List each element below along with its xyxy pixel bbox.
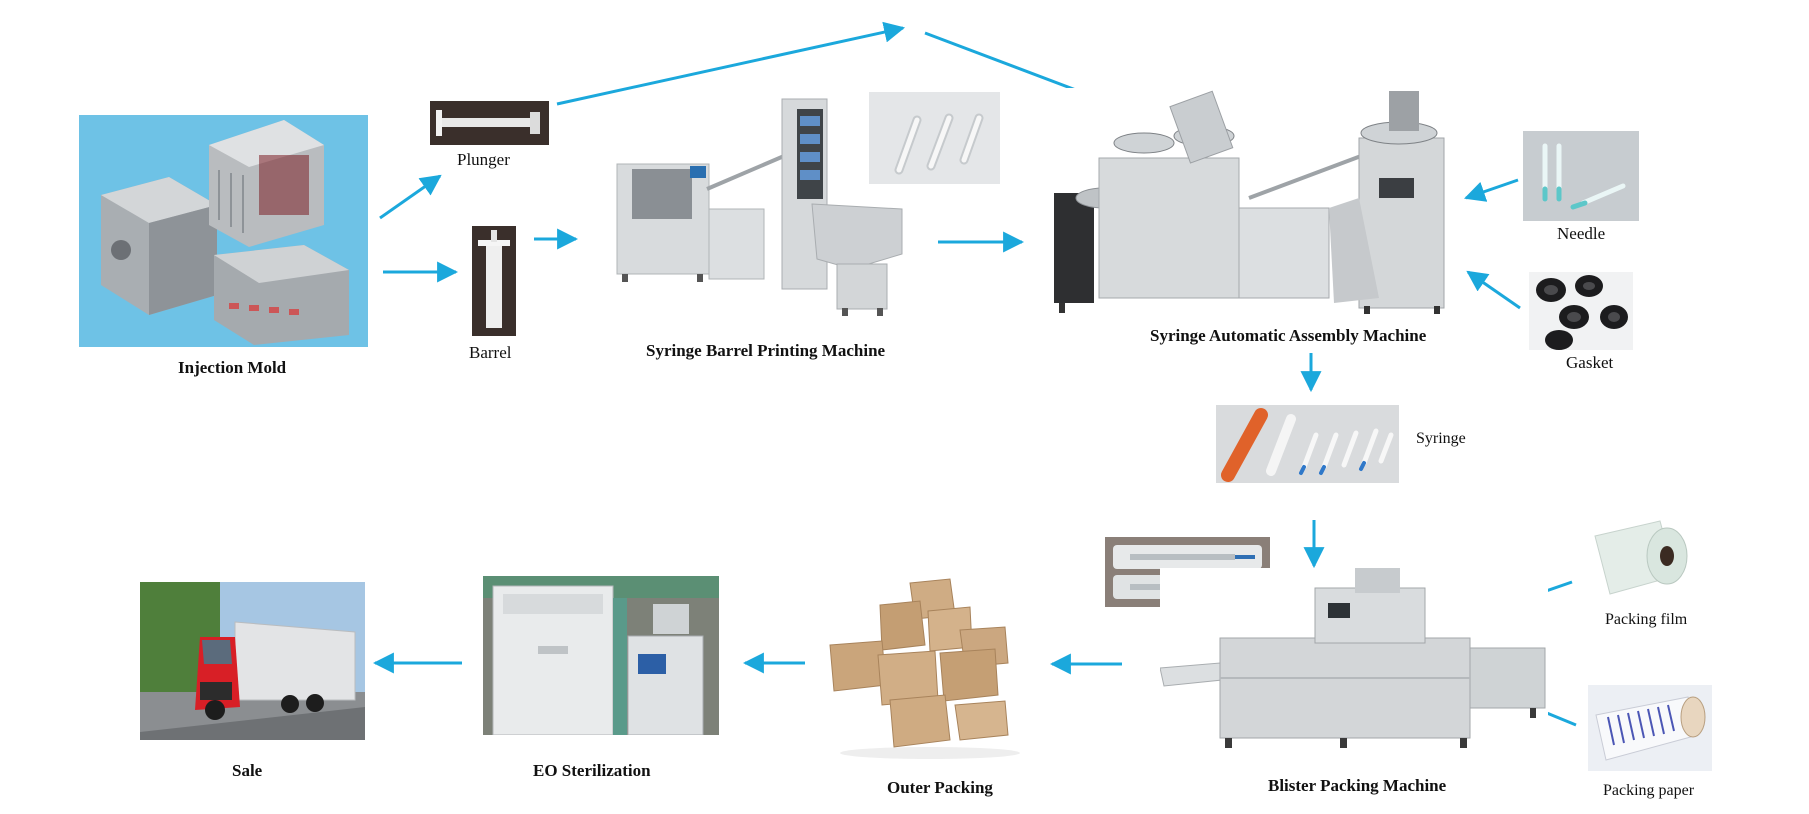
packing-film-photo (1580, 516, 1696, 600)
needle-photo (1523, 131, 1639, 221)
gasket-photo (1529, 272, 1633, 350)
packing-film-label: Packing film (1605, 611, 1688, 628)
plunger-photo (430, 101, 549, 145)
eo-sterilization-photo (483, 576, 719, 735)
needle-label: Needle (1557, 224, 1606, 243)
gasket-label: Gasket (1566, 353, 1614, 372)
assembly-machine-label: Syringe Automatic Assembly Machine (1150, 326, 1427, 345)
syringe-photo (1216, 405, 1399, 483)
arrow-gasket-to-assembly (1466, 270, 1521, 310)
arrow-plunger-to-top (556, 21, 906, 106)
outer-packing-photo (820, 575, 1040, 761)
printing-machine-label: Syringe Barrel Printing Machine (646, 341, 886, 360)
syringe-label: Syringe (1416, 430, 1466, 447)
sale-truck-photo (140, 582, 365, 740)
printed-barrels-photo (869, 92, 1000, 184)
eo-sterilization-label: EO Sterilization (533, 761, 651, 780)
arrow-needle-to-assembly (1464, 178, 1519, 202)
packing-paper-label: Packing paper (1603, 782, 1695, 799)
barrel-photo (472, 226, 516, 336)
printing-machine-photo (612, 94, 904, 319)
barrel-label: Barrel (469, 343, 512, 362)
sale-label: Sale (232, 761, 263, 780)
blister-machine-label: Blister Packing Machine (1268, 776, 1447, 795)
injection-mold-label: Injection Mold (178, 358, 287, 377)
packing-paper-photo (1588, 685, 1712, 771)
outer-packing-label: Outer Packing (887, 778, 993, 797)
plunger-label: Plunger (457, 150, 510, 169)
assembly-machine-photo (1049, 88, 1462, 316)
injection-mold-photo (79, 115, 368, 347)
arrow-mold-to-plunger (379, 174, 442, 220)
blister-machine-photo (1160, 568, 1548, 754)
